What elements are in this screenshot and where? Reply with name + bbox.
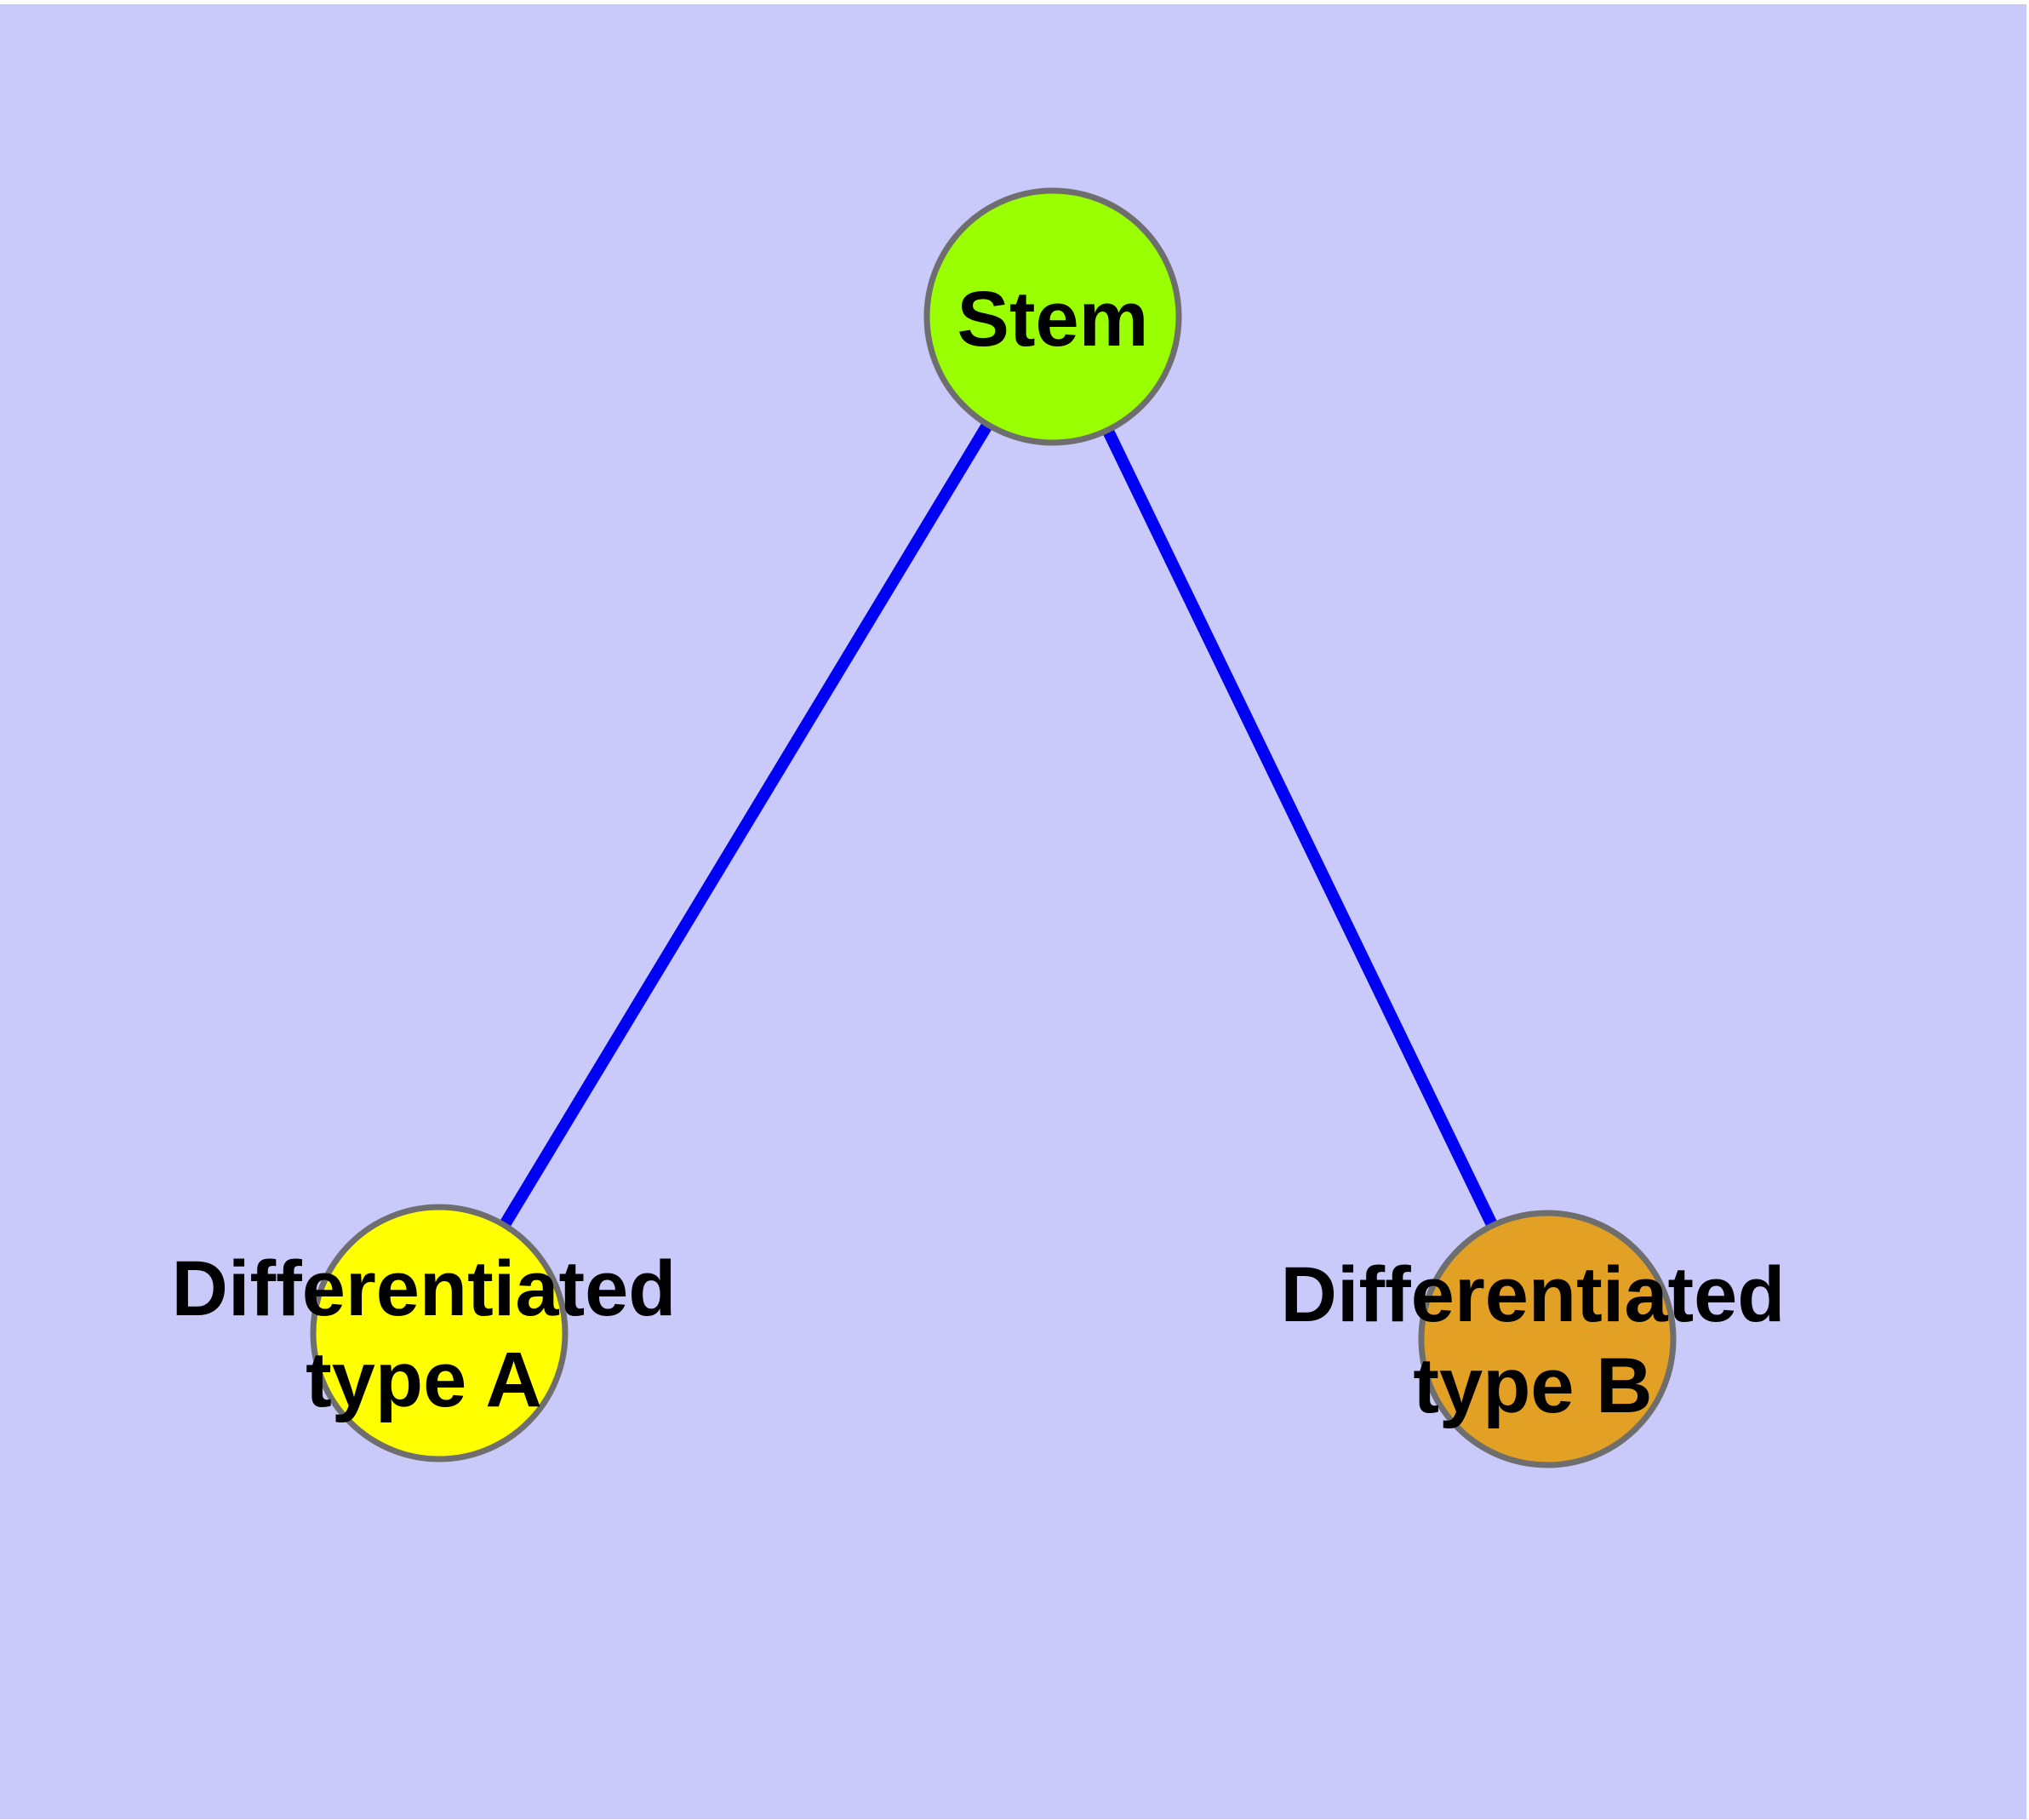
node-type-b: [1418, 1210, 1677, 1468]
node-type-a-label-line1: Differentiated: [172, 1245, 677, 1332]
node-type-b-label-line1: Differentiated: [1281, 1251, 1786, 1338]
node-type-a-label-line2: type A: [306, 1336, 542, 1423]
node-stem-label: Stem: [957, 276, 1149, 363]
node-type-b-label-line2: type B: [1413, 1342, 1652, 1429]
node-type-a: [310, 1204, 569, 1462]
node-stem: [923, 187, 1182, 446]
edge-stem-to-type-a: [434, 313, 1058, 1336]
edge-stem-to-type-b: [1047, 313, 1553, 1342]
